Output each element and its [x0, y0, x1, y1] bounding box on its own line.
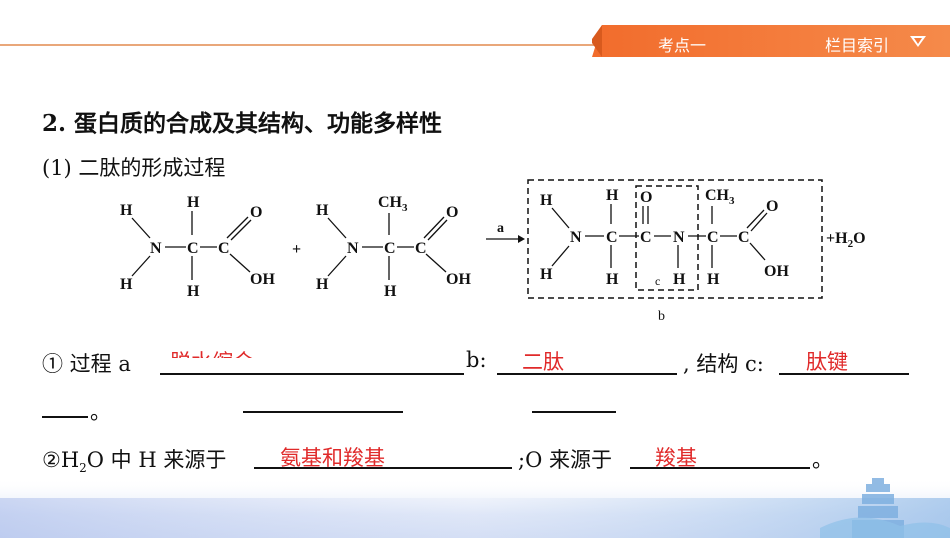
atom-label: H — [606, 271, 619, 288]
glycine-structure: H H N C H H C O OH — [120, 194, 275, 300]
atom-label: H — [187, 194, 200, 211]
blank-a-line-2 — [382, 373, 464, 375]
cloud-icon — [820, 517, 950, 538]
box-c-label: c — [655, 274, 660, 288]
atom-label: C — [187, 240, 199, 257]
atom-label: H — [187, 283, 200, 300]
atom-label: H — [120, 202, 133, 219]
c-label: , 结构 c: — [683, 352, 764, 376]
top-divider-line — [0, 44, 600, 46]
atom-label: O — [250, 204, 262, 221]
dipeptide-structure: H H N C H H C O N H c C CH3 H C O OH — [527, 179, 866, 324]
atom-label: C — [707, 229, 719, 246]
tab-kaodian-1[interactable]: 考点一 — [658, 36, 707, 55]
svg-text:CH3: CH3 — [378, 194, 408, 214]
index-menu-button[interactable]: 栏目索引 — [825, 36, 890, 55]
blank-h-line — [254, 467, 512, 469]
subscript: 3 — [402, 202, 408, 214]
subsection-heading: (1) 二肽的形成过程 — [42, 156, 226, 180]
atom-label: H — [673, 271, 686, 288]
dipeptide-formation-diagram: H H N C H H C O OH + H H N C CH3 H C O O… — [120, 179, 866, 324]
atom-label: OH — [764, 263, 789, 280]
atom-label: H — [707, 271, 720, 288]
o-label: ;O 来源于 — [518, 448, 612, 472]
atom-label: OH — [446, 271, 471, 288]
atom-label: O — [766, 198, 778, 215]
atom-label: H — [316, 202, 329, 219]
answer-o: 羧基 — [655, 446, 697, 470]
answer-c: 肽键 — [806, 350, 848, 374]
section-heading: 2. 蛋白质的合成及其结构、功能多样性 — [42, 110, 443, 137]
subscript: 2 — [848, 238, 854, 250]
atom-label: H — [540, 266, 553, 283]
svg-text:CH3: CH3 — [705, 187, 735, 207]
blank-o-line — [630, 467, 810, 469]
water-label: O — [853, 230, 865, 247]
atom-label: H — [606, 187, 619, 204]
atom-label: N — [347, 240, 359, 257]
atom-label: H — [316, 276, 329, 293]
header-banner: 考点一 栏目索引 — [592, 25, 950, 57]
footer-decoration — [0, 478, 950, 538]
banner-background — [592, 25, 950, 57]
box-c — [635, 185, 699, 291]
box-b — [527, 179, 823, 299]
atom-label: N — [570, 229, 582, 246]
atom-label: H — [540, 192, 553, 209]
water-label: +H — [826, 230, 848, 247]
atom-label: N — [150, 240, 162, 257]
atom-label: O — [446, 204, 458, 221]
atom-label: N — [673, 229, 685, 246]
answer-b-underline — [532, 411, 616, 413]
alanine-structure: H H N C CH3 H C O OH — [316, 194, 471, 300]
plus-sign: + — [292, 241, 301, 258]
atom-label: H — [384, 283, 397, 300]
subscript: 3 — [729, 195, 735, 207]
atom-label: C — [218, 240, 230, 257]
question-2: ②H2O 中 H 来源于 — [42, 444, 226, 475]
atom-label: C — [415, 240, 427, 257]
b-label: b: — [466, 348, 487, 372]
atom-label: CH — [378, 194, 403, 211]
q1-tail: 。 — [90, 400, 111, 424]
chevron-down-icon-inner — [914, 38, 922, 44]
blank-b-line — [497, 373, 677, 375]
atom-label: C — [640, 229, 652, 246]
atom-label: C — [384, 240, 396, 257]
q2-mid: O 中 H 来源于 — [86, 448, 227, 472]
answer-a-underline — [243, 411, 403, 413]
answer-h: 氨基和羧基 — [280, 446, 385, 470]
answer-b: 二肽 — [522, 350, 564, 374]
atom-label: C — [606, 229, 618, 246]
answer-a-clipped: 脱水缩合 — [170, 350, 254, 374]
question-1: ① 过程 a — [42, 348, 131, 378]
arrow-label: a — [497, 221, 504, 236]
atom-label: C — [738, 229, 750, 246]
q1-prefix: ① 过程 a — [42, 352, 131, 376]
q2-prefix: ②H — [42, 448, 80, 472]
atom-label: O — [640, 189, 652, 206]
box-b-label: b — [658, 309, 665, 324]
blank-c-line-cont — [42, 416, 88, 418]
reaction-arrow: a — [486, 221, 525, 243]
atom-label: CH — [705, 187, 730, 204]
atom-label: OH — [250, 271, 275, 288]
atom-label: H — [120, 276, 133, 293]
svg-text:+H2O: +H2O — [826, 230, 866, 250]
subscript: 2 — [79, 461, 87, 476]
blank-c-line — [779, 373, 909, 375]
blank-a-line — [160, 373, 384, 375]
q2-tail: 。 — [812, 448, 833, 472]
